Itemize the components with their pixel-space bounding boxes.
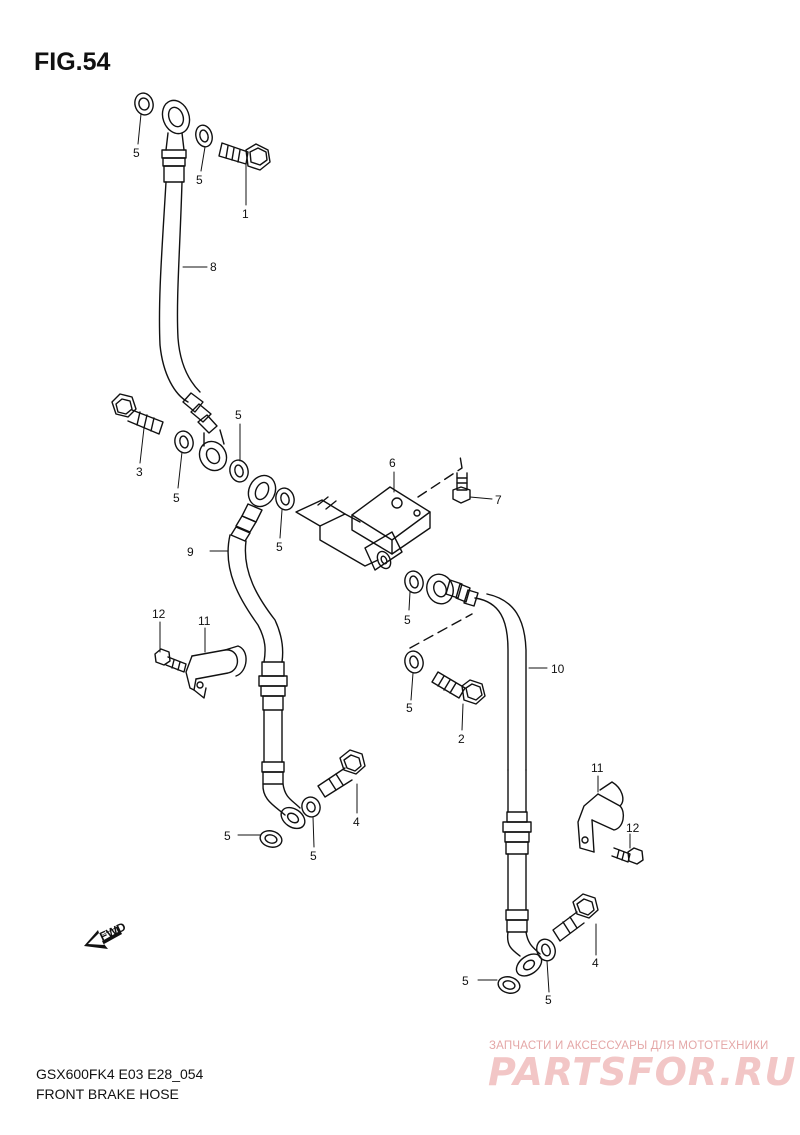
washer-5h	[259, 830, 283, 848]
fwd-label: FWD	[97, 919, 128, 943]
model-code: GSX600FK4 E03 E28_054	[36, 1066, 204, 1082]
callout-5k: 5	[545, 993, 552, 1007]
watermark-logo: PARTSFOR.RU	[488, 1050, 797, 1094]
figure-title: FIG.54	[34, 48, 111, 76]
callout-5e: 5	[276, 540, 283, 554]
callout-6: 6	[389, 456, 396, 470]
callout-12b: 12	[626, 821, 640, 835]
callout-1: 1	[242, 207, 249, 221]
callout-10: 10	[551, 662, 565, 676]
callout-9: 9	[187, 545, 194, 559]
callout-5c: 5	[173, 491, 180, 505]
washer-5g	[404, 650, 424, 674]
callout-5a: 5	[133, 146, 140, 160]
callout-labels: 5 5 1 8 3 5 5 6 7 9 5 5 12 11 10 5 2 4 5…	[133, 146, 640, 1007]
callout-4b: 4	[592, 956, 599, 970]
washer-5c	[174, 430, 194, 454]
washer-5d	[229, 459, 249, 483]
washer-5b	[195, 124, 213, 148]
union-bolt-2	[431, 671, 486, 705]
callout-7: 7	[495, 493, 502, 507]
washer-5k	[536, 938, 556, 962]
callout-11b: 11	[591, 761, 604, 775]
brake-hose-8	[158, 99, 228, 472]
brake-hose-9	[227, 474, 306, 830]
union-bolt-3	[111, 393, 164, 435]
forward-direction-arrow: FWD	[84, 919, 128, 949]
leader-lines	[137, 113, 631, 993]
callout-5d: 5	[235, 408, 242, 422]
watermark-subtitle: ЗАПЧАСТИ И АКСЕССУАРЫ ДЛЯ МОТОТЕХНИКИ	[489, 1040, 769, 1052]
callout-8: 8	[210, 260, 217, 274]
callout-3: 3	[136, 465, 143, 479]
callout-5f: 5	[404, 613, 411, 627]
washer-5i	[301, 796, 321, 818]
union-bolt-4a	[317, 749, 366, 798]
brake-hose-10	[426, 573, 543, 977]
callout-5h: 5	[224, 829, 231, 843]
bolt-7	[452, 472, 471, 504]
callout-5g: 5	[406, 701, 413, 715]
washer-5j	[497, 976, 521, 994]
callout-2: 2	[458, 732, 465, 746]
washer-5e	[275, 487, 295, 511]
callout-11a: 11	[198, 614, 211, 628]
union-bolt-4b	[552, 893, 599, 942]
hose-clamp-11b	[577, 781, 625, 853]
union-bolt-1	[218, 142, 271, 171]
diagram-name: FRONT BRAKE HOSE	[36, 1086, 179, 1102]
callout-5i: 5	[310, 849, 317, 863]
bolt-12b	[611, 847, 644, 865]
hose-clamp-11a	[185, 645, 247, 699]
bolt-12a	[154, 648, 187, 673]
callout-4a: 4	[353, 815, 360, 829]
callout-5j: 5	[462, 974, 469, 988]
washer-5f	[404, 570, 424, 594]
washer-5a	[134, 92, 154, 116]
brake-joint-6	[295, 486, 431, 571]
callout-12a: 12	[152, 607, 166, 621]
callout-5b: 5	[196, 173, 203, 187]
